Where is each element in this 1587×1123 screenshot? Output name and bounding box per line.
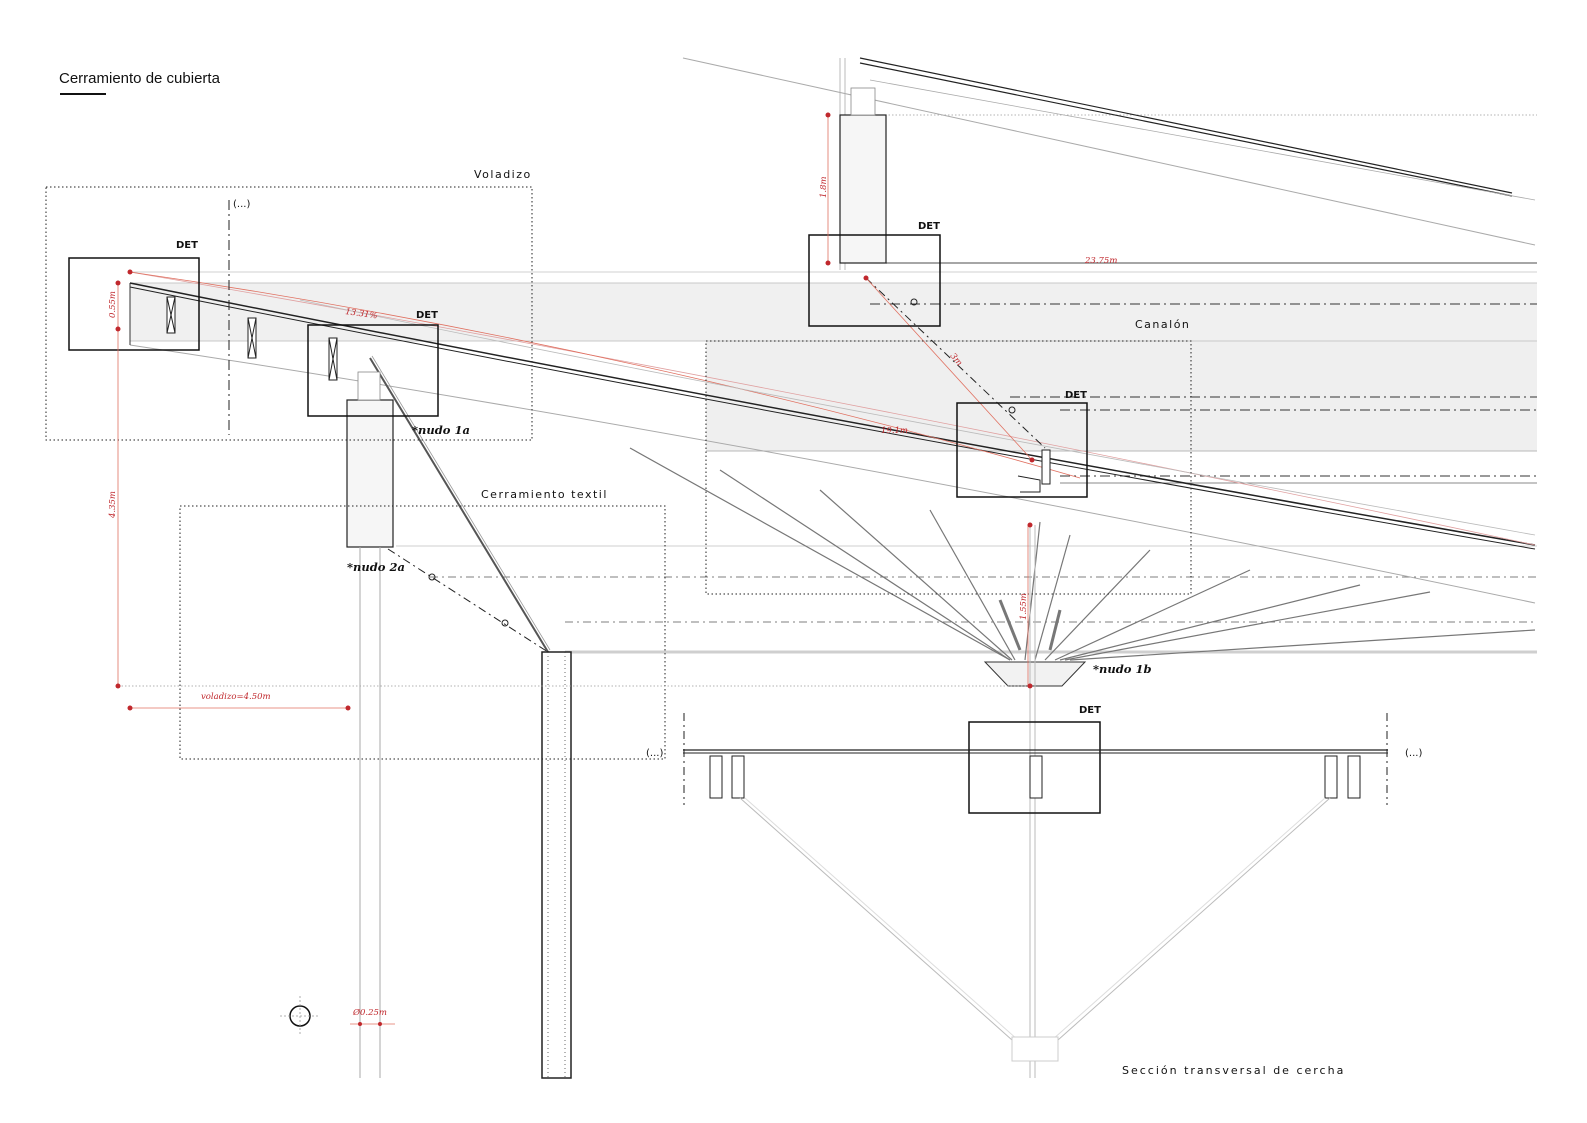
title-underline	[60, 93, 106, 95]
dim-2375: 23.75m	[1084, 256, 1117, 266]
dim-435: 4.35m	[108, 491, 118, 519]
label-canalon: Canalón	[1135, 318, 1190, 331]
fan-struts	[629, 447, 1536, 661]
det-boxes	[68, 234, 1101, 814]
dim-055: 0.55m	[108, 291, 118, 318]
ellipsis-3: (...)	[1405, 748, 1422, 759]
column-upper-left	[346, 371, 394, 1078]
nudo-1b-shoe	[983, 525, 1087, 1078]
column-lower	[541, 651, 572, 1079]
label-seccion-transversal: Sección transversal de cercha	[1122, 1064, 1345, 1077]
node-label-1b: *nudo 1b	[1093, 662, 1152, 676]
det-label-4: DET	[1065, 390, 1087, 401]
det-label-2: DET	[416, 310, 438, 321]
node-label-1a: *nudo 1a	[412, 423, 470, 437]
label-cerramiento-textil: Cerramiento textil	[481, 488, 608, 501]
dimension-lines	[117, 115, 1030, 1025]
column-section-symbol	[280, 996, 320, 1036]
dim-18: 1.8m	[819, 176, 829, 198]
det-label-3: DET	[918, 221, 940, 232]
dimension-points	[115, 112, 1035, 1026]
dim-diameter: Ø0.25m	[352, 1007, 387, 1018]
drawing-title: Cerramiento de cubierta	[59, 70, 220, 87]
zone-frames	[45, 186, 1192, 760]
roof-panels	[130, 114, 1537, 654]
ellipsis-1: (...)	[233, 199, 250, 210]
dim-voladizo: voladizo=4.50m	[201, 692, 271, 702]
node-label-2a: *nudo 2a	[347, 560, 405, 574]
det-label-1: DET	[176, 240, 198, 251]
ellipsis-2: (...)	[646, 748, 663, 759]
upper-slope-lines	[682, 57, 1536, 270]
label-voladizo: Voladizo	[474, 168, 532, 181]
det-label-5: DET	[1079, 705, 1101, 716]
dim-radius: 19.1m	[881, 426, 908, 436]
diagonal-tie	[369, 277, 1046, 653]
dim-slope: 13.31%	[345, 307, 378, 321]
voladizo-blocks	[166, 296, 338, 381]
truss-cross-section	[683, 713, 1388, 1062]
column-upper-right	[839, 87, 1051, 493]
dim-155: 1.55m	[1019, 593, 1029, 620]
